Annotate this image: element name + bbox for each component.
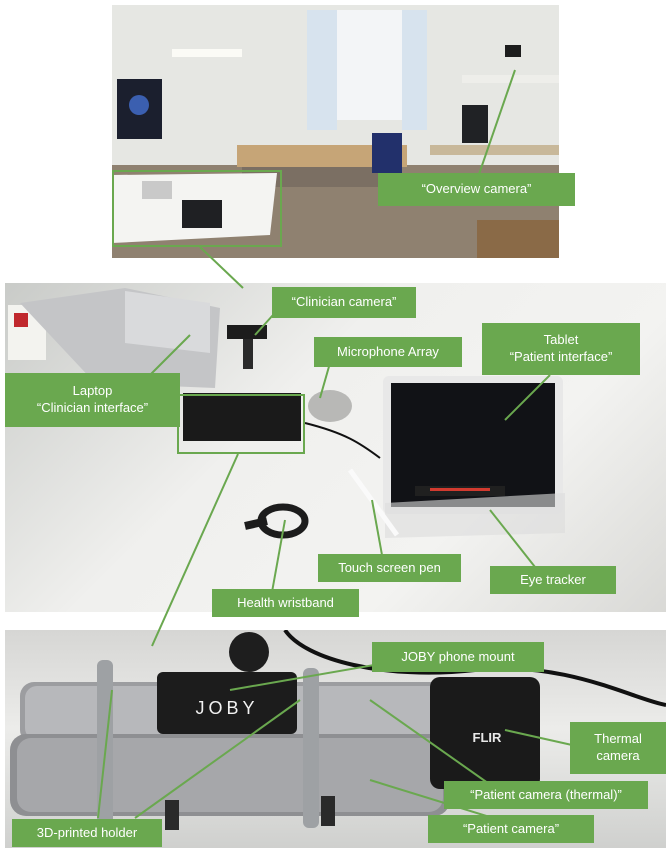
examination-bed bbox=[237, 145, 407, 167]
office-chair bbox=[372, 133, 402, 173]
highlight-box-table bbox=[112, 170, 282, 247]
wristband-device bbox=[257, 503, 309, 539]
monitor bbox=[462, 105, 488, 143]
label-patient-camera: “Patient camera” bbox=[428, 815, 594, 843]
label-laptop-line1: Laptop bbox=[72, 383, 113, 399]
label-tablet-line1: Tablet bbox=[543, 332, 579, 348]
label-patient-camera-thermal: “Patient camera (thermal)” bbox=[444, 781, 648, 809]
joby-logo: JOBY bbox=[195, 698, 258, 718]
label-thermal-line2: camera bbox=[596, 748, 640, 763]
label-thermal-line1: Thermal bbox=[594, 731, 642, 747]
tablet-small bbox=[182, 200, 222, 228]
label-laptop: Laptop “Clinician interface” bbox=[5, 373, 180, 427]
label-laptop-line2: “Clinician interface” bbox=[36, 400, 149, 415]
label-touch-screen-pen: Touch screen pen bbox=[318, 554, 461, 582]
highlight-box-phones bbox=[177, 394, 305, 454]
label-tablet: Tablet “Patient interface” bbox=[482, 323, 640, 375]
label-microphone-array: Microphone Array bbox=[314, 337, 462, 367]
label-overview-camera: “Overview camera” bbox=[378, 173, 575, 206]
label-eye-tracker: Eye tracker bbox=[490, 566, 616, 594]
label-3d-printed-holder: 3D-printed holder bbox=[12, 819, 162, 847]
clinician-camera-device bbox=[227, 325, 267, 339]
label-thermal-camera: Thermal camera bbox=[570, 722, 666, 774]
label-clinician-camera: “Clinician camera” bbox=[272, 287, 416, 318]
phone-holder-small bbox=[183, 393, 301, 441]
side-desk bbox=[430, 145, 559, 155]
label-tablet-line2: “Patient interface” bbox=[509, 349, 613, 364]
label-health-wristband: Health wristband bbox=[212, 589, 359, 617]
microphone-array-device bbox=[308, 390, 352, 422]
holder-strap-right bbox=[303, 668, 319, 828]
ceiling-light bbox=[172, 49, 242, 57]
wall-socket bbox=[14, 313, 28, 327]
label-joby-phone-mount: JOBY phone mount bbox=[372, 642, 544, 672]
flir-logo: FLIR bbox=[473, 730, 502, 745]
holder-strap-left bbox=[97, 660, 113, 835]
overview-camera-device bbox=[505, 45, 521, 57]
